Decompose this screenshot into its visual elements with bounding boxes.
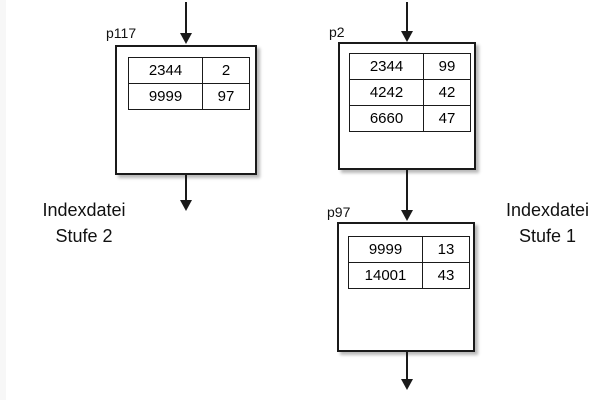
caption-right-line2: Stufe 1	[518, 226, 577, 246]
entry-key: 9999	[128, 83, 203, 110]
table-row: 9999 97	[128, 83, 250, 110]
page-edge-strip	[0, 0, 6, 400]
entry-pointer: 97	[202, 83, 250, 110]
entry-key: 2344	[128, 57, 203, 84]
entry-key: 4242	[349, 79, 424, 106]
entry-pointer: 42	[423, 79, 471, 106]
table-row: 14001 43	[348, 262, 470, 289]
entry-key: 6660	[349, 105, 424, 132]
entry-pointer: 2	[202, 57, 250, 84]
caption-left-line2: Stufe 2	[55, 226, 113, 246]
entry-pointer: 99	[423, 53, 471, 80]
caption-right: Indexdatei Stufe 1	[490, 197, 605, 249]
caption-left: Indexdatei Stufe 2	[14, 197, 154, 249]
node-label-p2: p2	[329, 24, 345, 40]
entry-pointer: 43	[422, 262, 470, 289]
entry-pointer: 13	[422, 236, 470, 263]
entry-key: 14001	[348, 262, 423, 289]
table-row: 2344 99	[349, 53, 471, 80]
entry-key: 9999	[348, 236, 423, 263]
entry-key: 2344	[349, 53, 424, 80]
entry-table-p2: 2344 99 4242 42 6660 47	[349, 53, 471, 132]
entry-table-p117: 2344 2 9999 97	[128, 57, 250, 110]
entry-pointer: 47	[423, 105, 471, 132]
table-row: 6660 47	[349, 105, 471, 132]
caption-left-line1: Indexdatei	[42, 200, 126, 220]
caption-right-line1: Indexdatei	[505, 200, 590, 220]
arrow-out-of-p97	[400, 350, 414, 392]
arrow-p2-to-p97	[400, 169, 414, 223]
table-row: 9999 13	[348, 236, 470, 263]
entry-table-p97: 9999 13 14001 43	[348, 236, 470, 289]
arrow-out-of-p117	[179, 173, 193, 213]
table-row: 4242 42	[349, 79, 471, 106]
table-row: 2344 2	[128, 57, 250, 84]
arrow-into-p117	[179, 2, 193, 46]
arrow-into-p2	[400, 2, 414, 44]
node-label-p97: p97	[327, 204, 351, 220]
node-label-p117: p117	[106, 25, 137, 41]
